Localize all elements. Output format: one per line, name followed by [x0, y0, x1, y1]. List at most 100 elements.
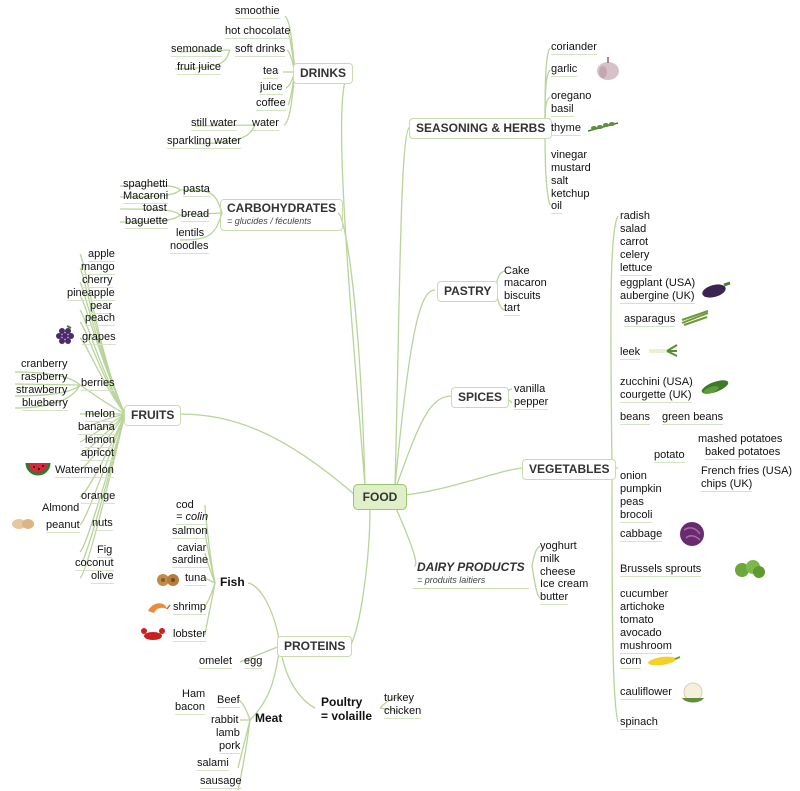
fruits-item: lemon — [85, 434, 115, 448]
veg-item: green beans — [662, 411, 724, 425]
drinks-item: water — [252, 117, 279, 131]
carbs-item: pasta — [183, 183, 210, 197]
egg-item: omelet — [199, 655, 233, 669]
proteins-poultry-subtitle: = volaille — [321, 709, 373, 723]
meat-item: salami — [197, 757, 229, 771]
spices-item: pepper — [514, 396, 549, 410]
veg-item: beans — [620, 411, 650, 425]
branch-carbohydrates-title: CARBOHYDRATES — [227, 201, 337, 215]
fruits-item: coconut — [75, 557, 114, 571]
poultry-item: turkey — [384, 692, 414, 704]
branch-carbohydrates-subtitle: = glucides / féculents — [227, 216, 312, 226]
veg-item: French fries (USA) — [701, 465, 793, 477]
fruits-item: orange — [81, 490, 116, 504]
branch-dairy-title: DAIRY PRODUCTS — [417, 560, 525, 574]
fruits-item: peach — [85, 312, 115, 326]
veg-item: cabbage — [620, 528, 663, 542]
branch-pastry: PASTRY — [437, 281, 499, 302]
proteins-poultry: Poultry — [321, 695, 363, 709]
watermelon-icon — [25, 459, 51, 477]
drinks-item: sparkling water — [167, 135, 241, 149]
meat-item: Beef — [217, 694, 240, 708]
fruits-item: cranberry — [21, 358, 68, 370]
veg-item: courgette (UK) — [620, 389, 692, 403]
fish-item: lobster — [173, 628, 207, 642]
seasoning-item: oil — [551, 200, 563, 214]
meat-item: sausage — [200, 775, 242, 789]
meat-item: rabbit — [211, 714, 239, 726]
veg-item: salad — [620, 223, 647, 235]
veg-item: celery — [620, 249, 650, 261]
fruits-item: Fig — [97, 544, 113, 558]
fruits-item: strawberry — [16, 384, 68, 396]
grapes-icon — [53, 325, 79, 344]
branch-dairy-products: DAIRY PRODUCTS = produits laitiers — [413, 560, 529, 589]
dairy-item: milk — [540, 553, 560, 565]
fruits-item: nuts — [92, 517, 113, 531]
veg-item: artichoke — [620, 601, 665, 613]
veg-item: chips (UK) — [701, 478, 753, 492]
veg-item: mushroom — [620, 640, 672, 654]
garlic-icon — [592, 55, 624, 81]
proteins-fish: Fish — [220, 575, 245, 589]
veg-item: carrot — [620, 236, 649, 248]
drinks-item: still water — [191, 117, 237, 131]
dairy-item: yoghurt — [540, 540, 577, 552]
dairy-item: cheese — [540, 566, 576, 578]
fish-item: caviar — [177, 542, 207, 554]
veg-item: lettuce — [620, 262, 653, 276]
carbs-item: lentils — [176, 227, 205, 239]
dairy-item: butter — [540, 591, 569, 605]
fruits-item: mango — [81, 261, 115, 275]
veg-item: zucchini (USA) — [620, 376, 693, 388]
meat-item: bacon — [175, 701, 205, 715]
dairy-item: Ice cream — [540, 578, 589, 590]
fruits-item: pineapple — [67, 287, 115, 301]
fish-item: cod — [176, 499, 194, 511]
fruits-item: berries — [81, 377, 115, 391]
asparagus-icon — [680, 308, 710, 326]
thyme-icon — [586, 117, 620, 137]
drinks-item: juice — [260, 81, 283, 95]
veg-item: avocado — [620, 627, 662, 639]
seasoning-item: mustard — [551, 162, 591, 174]
veg-item: peas — [620, 496, 644, 508]
veg-item: spinach — [620, 716, 658, 730]
fruits-item: blueberry — [22, 397, 68, 411]
pastry-item: biscuits — [504, 290, 541, 302]
fruits-item: banana — [78, 421, 115, 435]
veg-item: onion — [620, 470, 647, 482]
carbs-item: baguette — [125, 215, 168, 229]
veg-item: cauliflower — [620, 686, 672, 700]
meat-item: Ham — [182, 688, 206, 700]
fish-item: tuna — [185, 572, 207, 586]
veg-item: mashed potatoes — [698, 433, 783, 445]
meat-item: pork — [219, 740, 241, 754]
branch-fruits: FRUITS — [124, 405, 182, 426]
seasoning-item: coriander — [551, 41, 597, 55]
fruits-item: grapes — [82, 331, 116, 345]
veg-item: aubergine (UK) — [620, 290, 695, 304]
seasoning-item: vinegar — [551, 149, 588, 161]
fruits-item: cherry — [82, 274, 113, 288]
pastry-item: Cake — [504, 265, 530, 277]
spices-item: vanilla — [514, 383, 546, 395]
veg-item: potato — [654, 449, 685, 463]
veg-item: leek — [620, 346, 641, 360]
carbs-item: spaghetti — [123, 178, 168, 190]
lobster-icon — [140, 625, 166, 643]
cauliflower-icon — [678, 680, 708, 706]
eggplant-icon — [700, 280, 732, 300]
fish-item: salmon — [172, 525, 208, 539]
proteins-egg: egg — [244, 655, 263, 669]
drinks-item: coffee — [256, 97, 286, 111]
branch-dairy-subtitle: = produits laitiers — [417, 575, 486, 585]
branch-vegetables: VEGETABLES — [522, 459, 617, 480]
tuna-icon — [155, 570, 181, 588]
drinks-item: smoothie — [235, 5, 280, 19]
veg-item: corn — [620, 655, 642, 669]
seasoning-item: ketchup — [551, 188, 590, 200]
shrimp-icon — [145, 599, 171, 617]
pastry-item: tart — [504, 302, 520, 316]
fruits-item: melon — [85, 408, 115, 422]
